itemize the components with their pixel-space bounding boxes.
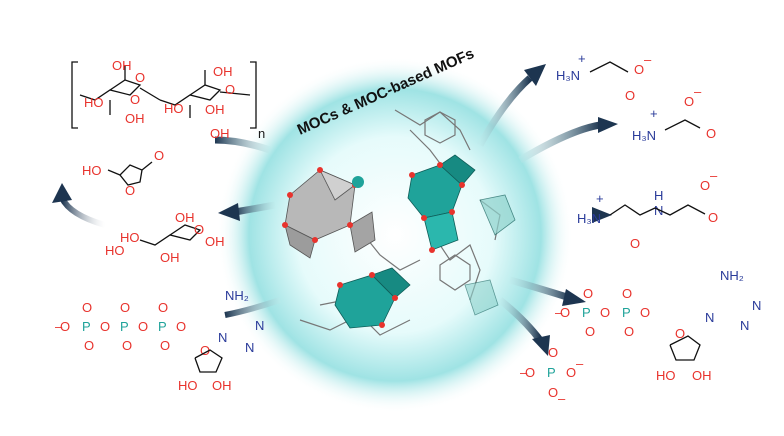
svg-text:O: O bbox=[548, 385, 558, 400]
svg-text:–: – bbox=[694, 84, 702, 99]
svg-text:N: N bbox=[752, 298, 761, 313]
cellulose: OH HO O O OH OH HO OH O OH n bbox=[71, 58, 265, 141]
svg-text:N: N bbox=[255, 318, 264, 333]
svg-text:NH₂: NH₂ bbox=[225, 288, 249, 303]
svg-text:O: O bbox=[200, 343, 210, 358]
svg-text:H₃N: H₃N bbox=[556, 68, 580, 83]
svg-text:H₃N: H₃N bbox=[577, 211, 601, 226]
svg-text:O: O bbox=[624, 324, 634, 339]
svg-text:O: O bbox=[583, 286, 593, 301]
svg-text:N: N bbox=[218, 330, 227, 345]
glow-halo bbox=[217, 57, 573, 413]
svg-text:P: P bbox=[622, 305, 631, 320]
svg-text:OH: OH bbox=[210, 126, 230, 141]
atp: – O P O P O P O O O O O O O NH₂ N N N O … bbox=[55, 288, 264, 393]
svg-text:–: – bbox=[644, 52, 652, 67]
svg-text:O: O bbox=[630, 236, 640, 251]
svg-text:OH: OH bbox=[205, 102, 225, 117]
svg-text:–: – bbox=[576, 356, 584, 371]
svg-text:P: P bbox=[547, 365, 556, 380]
glycylglycine: H₃N + H N O O – O bbox=[577, 168, 718, 251]
svg-text:HO: HO bbox=[82, 163, 102, 178]
svg-text:P: P bbox=[582, 305, 591, 320]
svg-text:HO: HO bbox=[120, 230, 140, 245]
svg-text:O: O bbox=[525, 365, 535, 380]
moc-structure bbox=[282, 109, 516, 336]
svg-text:N: N bbox=[740, 318, 749, 333]
svg-text:O: O bbox=[225, 82, 235, 97]
phosphate: – O P O – O O – bbox=[520, 345, 584, 406]
svg-text:HO: HO bbox=[105, 243, 125, 258]
svg-text:O: O bbox=[176, 319, 186, 334]
svg-text:O: O bbox=[706, 126, 716, 141]
svg-text:O: O bbox=[625, 88, 635, 103]
svg-text:–: – bbox=[520, 365, 528, 380]
svg-text:–: – bbox=[555, 305, 563, 320]
svg-text:H: H bbox=[654, 188, 663, 203]
svg-text:OH: OH bbox=[205, 234, 225, 249]
svg-text:NH₂: NH₂ bbox=[720, 268, 744, 283]
svg-text:O: O bbox=[130, 92, 140, 107]
svg-text:O: O bbox=[194, 222, 204, 237]
svg-text:OH: OH bbox=[112, 58, 132, 73]
svg-text:HO: HO bbox=[164, 101, 184, 116]
glucose: OH HO HO O OH OH bbox=[105, 210, 225, 265]
svg-text:O: O bbox=[122, 338, 132, 353]
svg-text:O: O bbox=[708, 210, 718, 225]
svg-text:O: O bbox=[700, 178, 710, 193]
svg-text:OH: OH bbox=[175, 210, 195, 225]
svg-text:HO: HO bbox=[656, 368, 676, 383]
svg-text:O: O bbox=[684, 94, 694, 109]
adp: – O P O P O O O O O NH₂ N N N O HO OH bbox=[555, 268, 761, 383]
svg-text:O: O bbox=[560, 305, 570, 320]
svg-text:n: n bbox=[258, 126, 265, 141]
hmf: HO O O bbox=[82, 148, 164, 198]
svg-text:O: O bbox=[120, 300, 130, 315]
svg-text:HO: HO bbox=[84, 95, 104, 110]
glycine-2: H₃N + O – O bbox=[632, 84, 716, 143]
svg-text:O: O bbox=[60, 319, 70, 334]
svg-text:–: – bbox=[55, 319, 63, 334]
svg-text:P: P bbox=[158, 319, 167, 334]
svg-text:O: O bbox=[675, 326, 685, 341]
svg-text:O: O bbox=[634, 62, 644, 77]
svg-text:O: O bbox=[640, 305, 650, 320]
svg-text:H₃N: H₃N bbox=[632, 128, 656, 143]
svg-text:O: O bbox=[585, 324, 595, 339]
svg-text:O: O bbox=[100, 319, 110, 334]
svg-text:O: O bbox=[135, 70, 145, 85]
metal-atom bbox=[352, 176, 364, 188]
svg-text:OH: OH bbox=[213, 64, 233, 79]
svg-text:O: O bbox=[158, 300, 168, 315]
svg-text:P: P bbox=[82, 319, 91, 334]
arrows bbox=[52, 64, 618, 356]
svg-text:+: + bbox=[650, 106, 658, 121]
svg-text:O: O bbox=[600, 305, 610, 320]
svg-text:O: O bbox=[125, 183, 135, 198]
svg-text:OH: OH bbox=[160, 250, 180, 265]
svg-text:OH: OH bbox=[212, 378, 232, 393]
svg-text:+: + bbox=[596, 191, 604, 206]
svg-text:O: O bbox=[566, 365, 576, 380]
svg-text:HO: HO bbox=[178, 378, 198, 393]
svg-text:O: O bbox=[82, 300, 92, 315]
svg-text:N: N bbox=[654, 203, 663, 218]
svg-text:P: P bbox=[120, 319, 129, 334]
svg-text:N: N bbox=[245, 340, 254, 355]
svg-text:O: O bbox=[622, 286, 632, 301]
svg-text:O: O bbox=[548, 345, 558, 360]
svg-text:–: – bbox=[558, 391, 566, 406]
svg-text:OH: OH bbox=[692, 368, 712, 383]
svg-text:OH: OH bbox=[125, 111, 145, 126]
svg-text:O: O bbox=[84, 338, 94, 353]
svg-text:O: O bbox=[138, 319, 148, 334]
svg-text:N: N bbox=[705, 310, 714, 325]
svg-text:–: – bbox=[710, 168, 718, 183]
svg-text:O: O bbox=[160, 338, 170, 353]
svg-text:+: + bbox=[578, 51, 586, 66]
glycine-1: H₃N + O – O bbox=[556, 51, 652, 103]
svg-text:O: O bbox=[154, 148, 164, 163]
